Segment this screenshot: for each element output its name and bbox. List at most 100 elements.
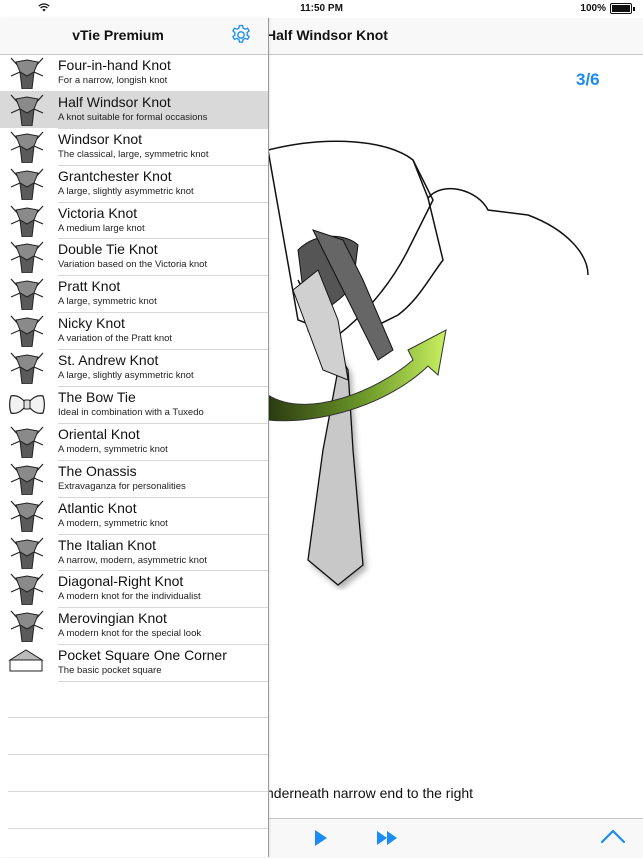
knot-name: Double Tie Knot (58, 241, 158, 258)
tie-knot-icon (8, 609, 46, 643)
row-divider (58, 644, 268, 646)
row-divider (58, 533, 268, 535)
knot-name: Pratt Knot (58, 278, 121, 295)
row-divider (58, 681, 268, 683)
tie-knot-icon (8, 314, 46, 348)
row-divider (58, 459, 268, 461)
row-divider (58, 164, 268, 166)
wifi-icon (38, 3, 50, 15)
knot-name: Windsor Knot (58, 130, 143, 147)
bow-tie-icon (8, 388, 46, 421)
knot-name: The Bow Tie (58, 389, 136, 406)
knot-name: Victoria Knot (58, 204, 138, 221)
row-divider (58, 422, 268, 424)
knot-description: Variation based on the Victoria knot (58, 259, 208, 271)
empty-list-row (8, 792, 268, 830)
tie-knot-icon (8, 56, 46, 90)
settings-button[interactable] (229, 23, 253, 47)
tie-knot-icon (8, 130, 46, 164)
gear-icon (232, 24, 250, 43)
knot-description: A narrow, modern, asymmetric knot (58, 554, 207, 566)
play-icon (315, 830, 327, 846)
battery-percent: 100% (580, 3, 606, 14)
knot-name: The Italian Knot (58, 536, 157, 553)
tie-knot-icon (8, 536, 46, 570)
knot-name: Four-in-hand Knot (58, 57, 171, 73)
knot-name: Merovingian Knot (58, 610, 167, 627)
pocket-square-icon (8, 646, 46, 679)
fast-forward-icon (377, 831, 397, 845)
knot-description: A large, symmetric knot (58, 296, 157, 308)
row-divider (58, 570, 268, 572)
knot-description: A large, slightly asymmetric knot (58, 370, 194, 382)
sidebar-nav-bar: vTie Premium (0, 18, 268, 55)
play-button[interactable] (313, 829, 329, 852)
row-divider (58, 386, 268, 388)
empty-list-row (8, 681, 268, 719)
knot-description: For a narrow, longish knot (58, 75, 168, 86)
row-divider (58, 275, 268, 277)
instruction-text: nderneath narrow end to the right (266, 785, 474, 801)
knot-description: The basic pocket square (58, 665, 162, 677)
expand-button[interactable] (600, 828, 626, 849)
tie-knot-icon (8, 499, 46, 533)
battery-icon (610, 3, 632, 14)
tie-knot-icon (8, 462, 46, 496)
tie-knot-icon (8, 351, 46, 385)
knot-description: Extravaganza for personalities (58, 480, 186, 492)
knot-description: A modern, symmetric knot (58, 517, 168, 529)
tie-knot-icon (8, 93, 46, 127)
tie-knot-icon (8, 240, 46, 274)
knot-name: Atlantic Knot (58, 499, 137, 516)
row-divider (58, 496, 268, 498)
tie-illustration (268, 140, 589, 586)
status-time: 11:50 PM (300, 3, 343, 14)
chevron-up-icon (600, 829, 626, 844)
knot-name: Grantchester Knot (58, 167, 172, 184)
knot-name: The Onassis (58, 462, 137, 479)
sidebar-title: vTie Premium (72, 27, 164, 43)
tie-knot-icon (8, 425, 46, 459)
row-divider (58, 201, 268, 203)
row-divider (58, 127, 268, 129)
knot-name: St. Andrew Knot (58, 352, 159, 369)
row-divider (58, 238, 268, 240)
fast-forward-button[interactable] (376, 829, 398, 852)
row-divider (58, 312, 268, 314)
knot-description: A modern knot for the special look (58, 628, 202, 640)
knot-description: The classical, large, symmetric knot (58, 148, 209, 160)
status-bar: 11:50 PM 100% (0, 0, 643, 18)
knot-name: Pocket Square One Corner (58, 647, 227, 664)
knot-description: A medium large knot (58, 222, 145, 234)
knot-description: A large, slightly asymmetric knot (58, 185, 194, 197)
knot-description: A knot suitable for formal occasions (58, 111, 208, 123)
knot-name: Half Windsor Knot (58, 93, 171, 110)
empty-list-row (8, 755, 268, 793)
empty-list-row (8, 718, 268, 756)
tie-knot-icon (8, 204, 46, 238)
step-counter: 3/6 (576, 70, 600, 89)
row-divider (58, 349, 268, 351)
knot-name: Diagonal-Right Knot (58, 573, 184, 590)
knot-description: A variation of the Pratt knot (58, 333, 173, 345)
knot-name: Nicky Knot (58, 315, 125, 332)
